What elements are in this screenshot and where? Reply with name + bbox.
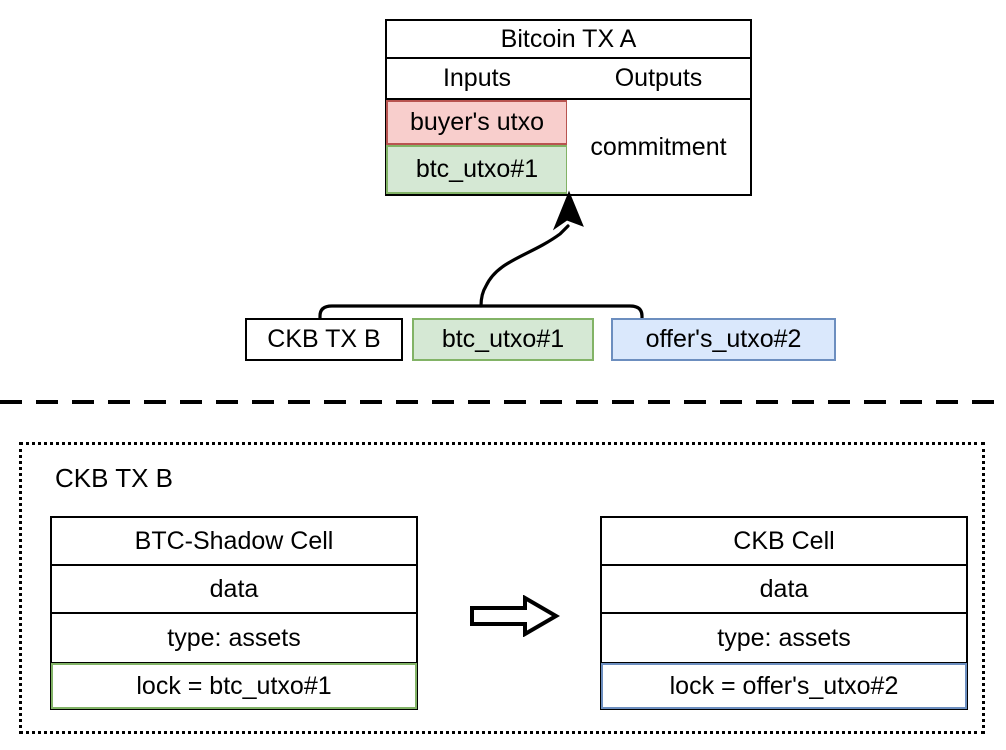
ckb-tx-b-name-chip: CKB TX B bbox=[245, 318, 403, 361]
input-buyers-utxo: buyer's utxo bbox=[386, 100, 568, 145]
ckb-cell-table: CKB Cell data type: assets lock = offer'… bbox=[600, 516, 968, 710]
btc-shadow-cell-title: BTC-Shadow Cell bbox=[52, 518, 416, 566]
bitcoin-tx-a-outputs-column: Outputs commitment bbox=[567, 59, 750, 194]
bitcoin-tx-a-inputs-column: Inputs buyer's utxo btc_utxo#1 bbox=[386, 59, 569, 194]
btc-shadow-cell-type-row: type: assets bbox=[52, 614, 416, 664]
ckb-cell-title: CKB Cell bbox=[602, 518, 966, 566]
outputs-column-header: Outputs bbox=[567, 59, 750, 100]
brace-arrow-connector bbox=[318, 190, 644, 325]
btc-shadow-cell-lock-row: lock = btc_utxo#1 bbox=[51, 663, 417, 709]
output-commitment: commitment bbox=[567, 100, 750, 194]
inputs-column-header: Inputs bbox=[387, 59, 567, 100]
section-divider bbox=[0, 400, 1006, 404]
chip-offers-utxo-2: offer's_utxo#2 bbox=[611, 318, 836, 361]
ckb-cell-type-row: type: assets bbox=[602, 614, 966, 664]
chip-btc-utxo-1: btc_utxo#1 bbox=[412, 318, 594, 361]
btc-shadow-cell-data-row: data bbox=[52, 566, 416, 614]
bitcoin-tx-a-title: Bitcoin TX A bbox=[387, 21, 750, 59]
ckb-tx-b-section-label: CKB TX B bbox=[55, 463, 174, 493]
transform-arrow-icon bbox=[470, 595, 560, 637]
ckb-cell-data-row: data bbox=[602, 566, 966, 614]
input-btc-utxo-1: btc_utxo#1 bbox=[386, 145, 568, 194]
bitcoin-tx-a-table: Bitcoin TX A Inputs buyer's utxo btc_utx… bbox=[385, 19, 752, 196]
ckb-cell-lock-row: lock = offer's_utxo#2 bbox=[601, 663, 967, 709]
btc-shadow-cell-table: BTC-Shadow Cell data type: assets lock =… bbox=[50, 516, 418, 710]
bitcoin-tx-a-body: Inputs buyer's utxo btc_utxo#1 Outputs c… bbox=[386, 59, 750, 194]
